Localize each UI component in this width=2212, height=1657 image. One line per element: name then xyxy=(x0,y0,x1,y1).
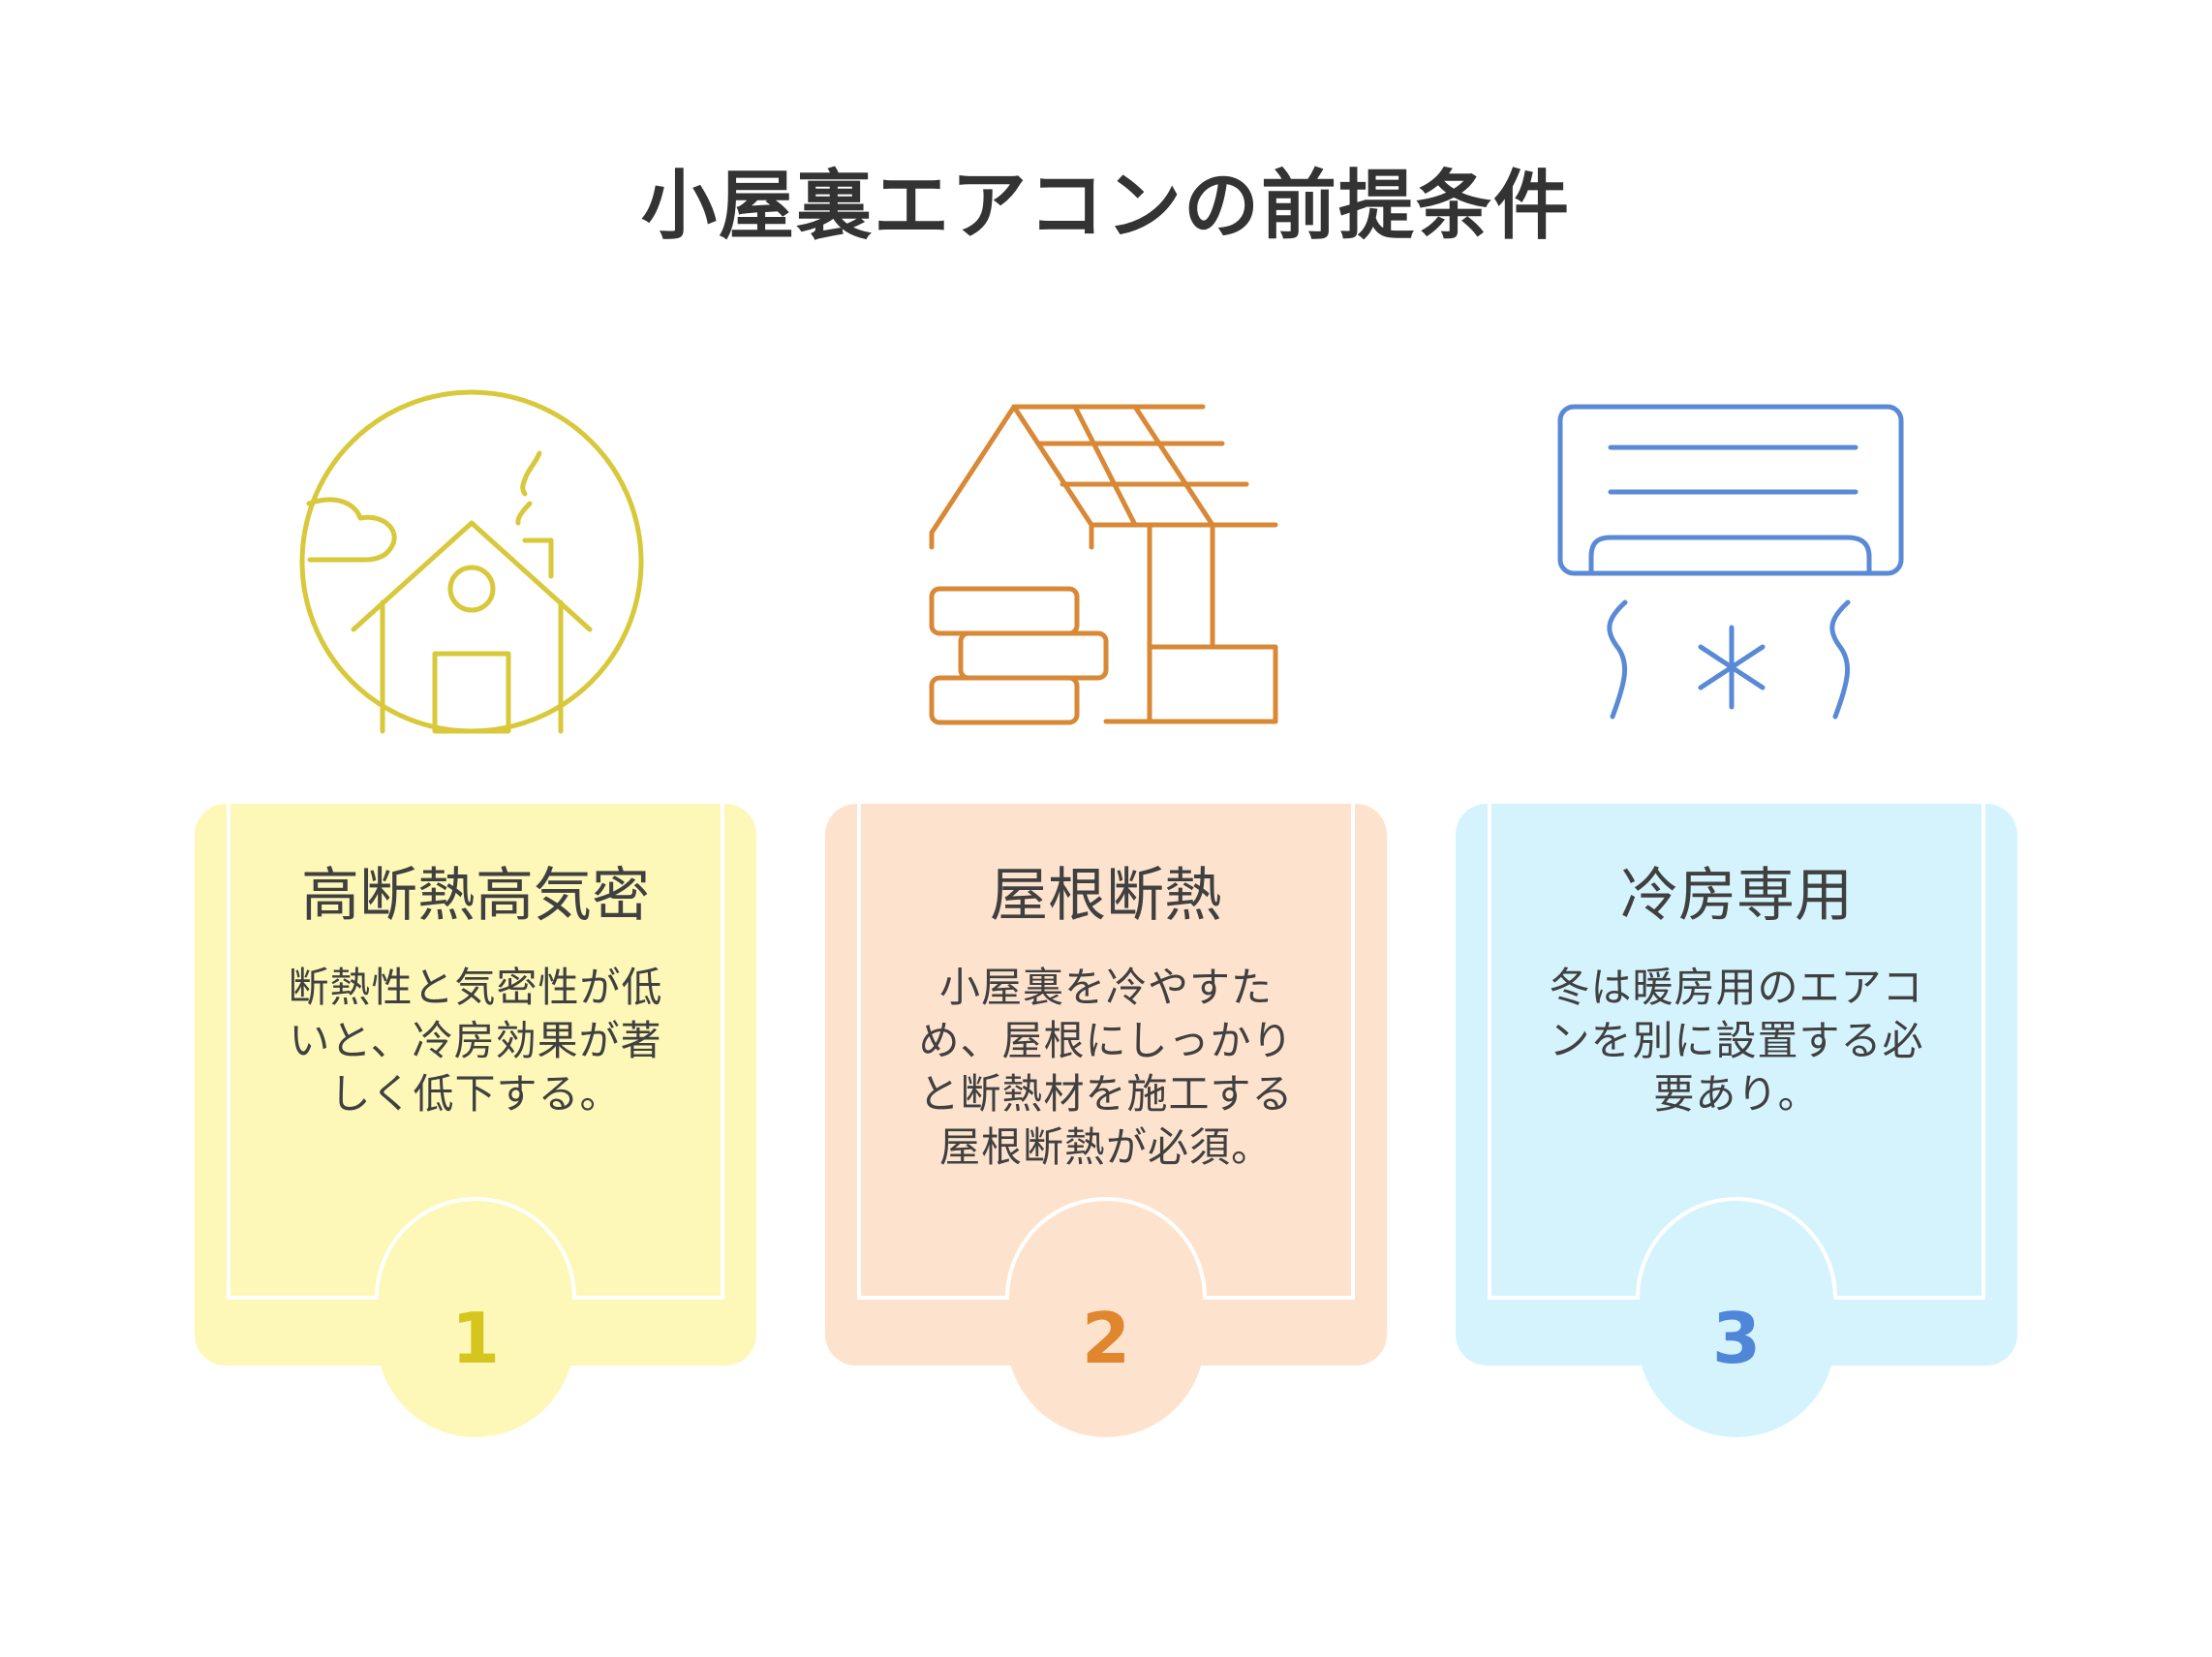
air-conditioner-icon xyxy=(1528,378,1935,746)
description-line: め、屋根にしっかり xyxy=(918,1017,1294,1064)
card-2: 屋根断熱 小屋裏を冷やすた め、屋根にしっかり と断熱材を施工する 屋根断熱が必… xyxy=(825,804,1387,1443)
step-number: 2 xyxy=(1081,1298,1131,1379)
house-climate-icon xyxy=(268,378,675,746)
roof-insulation-icon xyxy=(903,378,1309,746)
card-title: 屋根断熱 xyxy=(990,862,1222,930)
card-title: 高断熱高気密 xyxy=(301,862,650,930)
number-circle xyxy=(1007,1240,1205,1437)
number-circle xyxy=(1638,1240,1835,1437)
card-frame xyxy=(825,804,1387,1365)
step-number: 1 xyxy=(450,1298,501,1379)
description-line: いと、冷房効果が著 xyxy=(289,1017,662,1064)
card-1: 高断熱高気密 断熱性と気密性が低 いと、冷房効果が著 しく低下する。 1 xyxy=(195,804,756,1443)
card-description: 冬は暖房用のエアコ ンを別に設置する必 要あり。 xyxy=(1523,961,1950,1120)
card-frame xyxy=(195,804,756,1365)
card-description: 断熱性と気密性が低 いと、冷房効果が著 しく低下する。 xyxy=(262,961,689,1120)
step-number: 3 xyxy=(1711,1298,1762,1379)
description-line: しく低下する。 xyxy=(329,1070,622,1118)
card-3: 冷房専用 冬は暖房用のエアコ ンを別に設置する必 要あり。 3 xyxy=(1456,804,2017,1443)
description-line: 要あり。 xyxy=(1653,1070,1820,1118)
description-line: 屋根断熱が必須。 xyxy=(938,1123,1273,1171)
description-line: ンを別に設置する必 xyxy=(1549,1017,1924,1064)
card-frame xyxy=(1456,804,2017,1365)
number-circle xyxy=(377,1240,574,1437)
card-title: 冷房専用 xyxy=(1620,862,1853,930)
description-line: 小屋裏を冷やすた xyxy=(938,964,1273,1011)
description-line: 断熱性と気密性が低 xyxy=(288,964,663,1011)
description-line: と断熱材を施工する xyxy=(918,1070,1294,1118)
page-title: 小屋裏エアコンの前提条件 xyxy=(640,163,1571,250)
card-description: 小屋裏を冷やすた め、屋根にしっかり と断熱材を施工する 屋根断熱が必須。 xyxy=(893,961,1319,1174)
description-line: 冬は暖房用のエアコ xyxy=(1549,964,1924,1011)
